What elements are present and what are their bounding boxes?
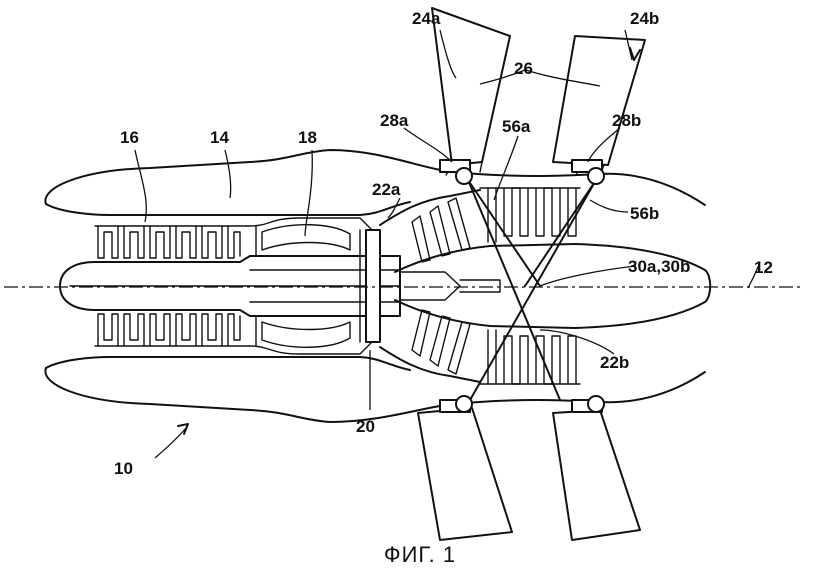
label-22b: 22b	[600, 353, 629, 372]
arrowhead-24b	[629, 47, 641, 61]
label-24a: 24a	[412, 9, 441, 28]
label-10: 10	[114, 459, 133, 478]
blade-pivot-28b-top	[571, 159, 605, 185]
label-24b: 24b	[630, 9, 659, 28]
turbine	[359, 229, 381, 343]
nacelle	[44, 149, 706, 423]
label-14: 14	[210, 128, 229, 147]
label-56b: 56b	[630, 204, 659, 223]
combustion-chamber	[255, 224, 351, 348]
exhaust-cone	[574, 243, 712, 329]
rotor-comb-top	[479, 187, 581, 243]
upstream-propeller-blade-top	[431, 7, 511, 176]
figure-caption: ФИГ. 1	[384, 542, 456, 567]
gas-generator-core	[59, 217, 501, 355]
blade-pivot-28a-top	[439, 159, 473, 185]
blade-pivot-bottom-a	[439, 395, 473, 413]
compressor-top	[97, 225, 241, 259]
leader-lines	[134, 29, 761, 459]
blade-pivot-bottom-b	[571, 395, 605, 413]
upstream-propeller-blade-bottom	[417, 407, 513, 541]
free-turbine	[379, 189, 576, 383]
label-26: 26	[514, 59, 533, 78]
label-16: 16	[120, 128, 139, 147]
label-30a-30b: 30a,30b	[628, 257, 690, 276]
downstream-propeller-blade-bottom	[552, 409, 641, 541]
arrowhead-10	[177, 423, 189, 435]
label-28b: 28b	[612, 111, 641, 130]
label-28a: 28a	[380, 111, 409, 130]
label-20: 20	[356, 417, 375, 436]
compressor-bottom	[97, 313, 241, 347]
rotor-comb-bottom	[479, 329, 581, 385]
label-12: 12	[754, 258, 773, 277]
label-56a: 56a	[502, 117, 531, 136]
label-22a: 22a	[372, 180, 401, 199]
pitch-linkages	[467, 179, 597, 401]
label-18: 18	[298, 128, 317, 147]
